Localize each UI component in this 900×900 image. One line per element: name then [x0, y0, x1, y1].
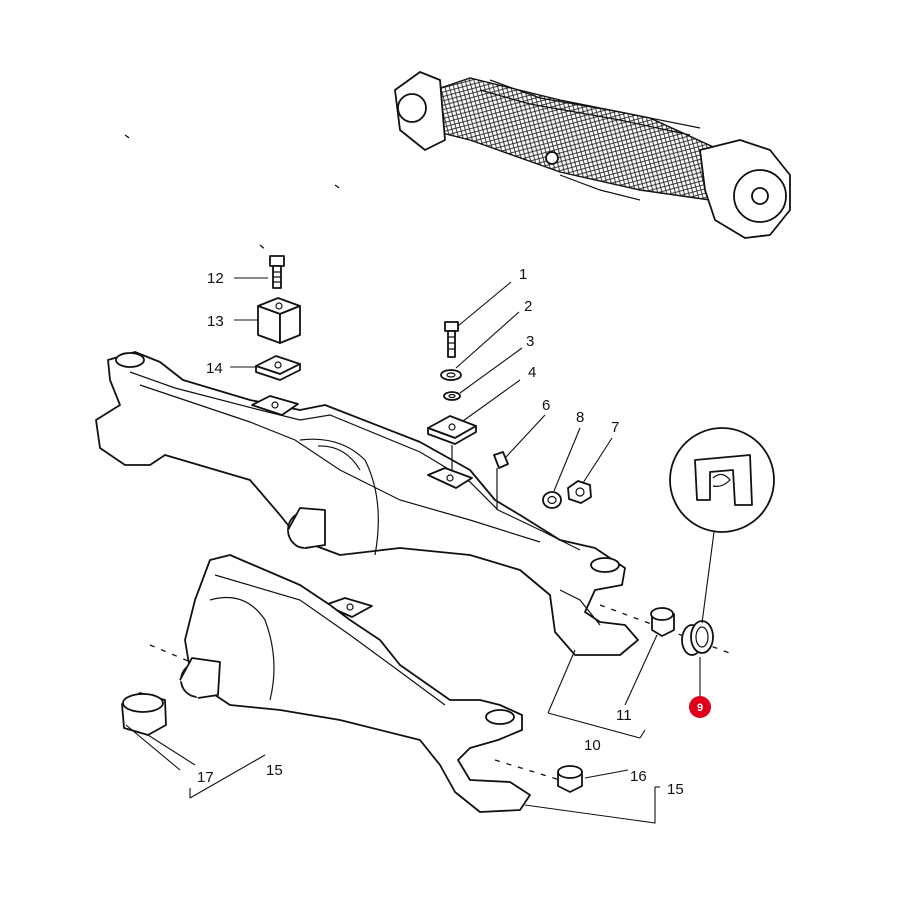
part-11-bushing — [650, 607, 675, 637]
axle-housing-upper — [95, 351, 639, 656]
part-4-pad — [427, 415, 477, 445]
part-8-washer — [542, 491, 562, 509]
callout-6: 6 — [542, 397, 550, 414]
part-7-nut — [567, 480, 592, 504]
part-3-washer — [443, 391, 461, 401]
callout-11: 11 — [616, 707, 632, 724]
callout-12: 12 — [207, 270, 224, 287]
callout-14: 14 — [206, 360, 223, 377]
callout-15-right: 15 — [667, 781, 684, 798]
callout-16: 16 — [630, 768, 647, 785]
part-12-bolt — [269, 255, 285, 289]
callout-3: 3 — [526, 333, 534, 350]
callout-15-left: 15 — [266, 762, 283, 779]
callout-1: 1 — [519, 266, 527, 283]
callout-labels: 12 13 14 1 2 3 4 6 8 7 11 10 16 15 15 17 — [197, 266, 684, 798]
callout-7: 7 — [611, 419, 619, 436]
mounting-pads — [251, 395, 473, 618]
assembled-axle-thumbnail — [394, 71, 791, 239]
part-6-fitting — [493, 451, 509, 510]
part-9-seal — [681, 620, 714, 656]
callout-10: 10 — [584, 737, 601, 754]
part-16-bushing — [557, 765, 583, 793]
part-1-bolt — [444, 321, 459, 358]
highlight-circle[interactable] — [689, 696, 711, 718]
callout-8: 8 — [576, 409, 584, 426]
seal-detail-view — [669, 427, 775, 533]
callout-4: 4 — [528, 364, 536, 381]
callout-13: 13 — [207, 313, 224, 330]
part-17-bushing — [121, 692, 167, 736]
part-14-pad — [255, 355, 301, 381]
leader-lines — [125, 277, 715, 824]
highlight-marker-9[interactable]: 9 — [689, 696, 711, 718]
part-2-washer — [440, 369, 462, 381]
callout-2: 2 — [524, 298, 532, 315]
axle-housing-lower — [179, 554, 531, 813]
part-13-mount-block — [257, 297, 301, 344]
callout-17: 17 — [197, 769, 214, 786]
callout-9[interactable]: 9 — [697, 702, 703, 714]
